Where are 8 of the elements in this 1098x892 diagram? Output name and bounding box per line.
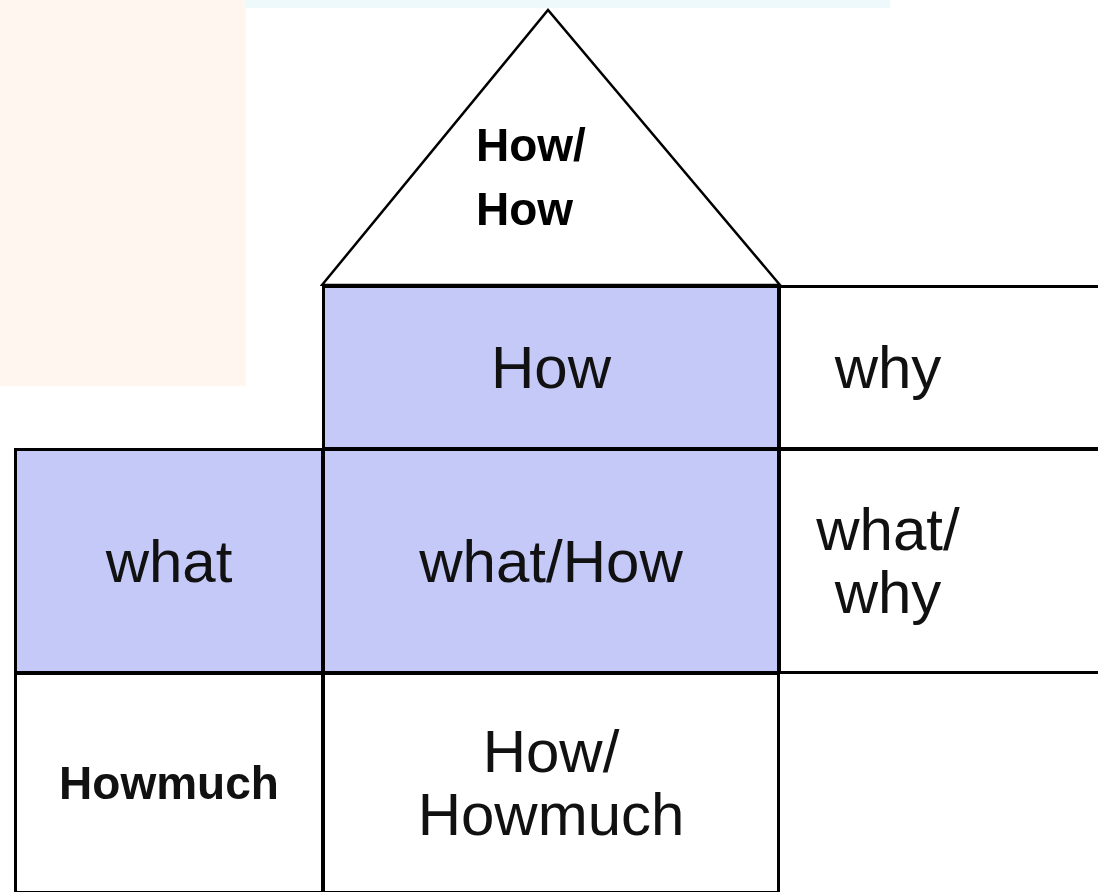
row-header-cell: what	[14, 448, 324, 674]
header-cell: How	[322, 285, 780, 450]
roof-triangle: How/ How	[320, 8, 782, 286]
matrix-cell: what/How	[322, 448, 780, 674]
matrix-cell: what/ why	[778, 448, 1098, 674]
matrix-cell: How/ Howmuch	[322, 672, 780, 892]
row-header-cell: Howmuch	[14, 672, 324, 892]
header-cell: why	[778, 285, 1098, 450]
